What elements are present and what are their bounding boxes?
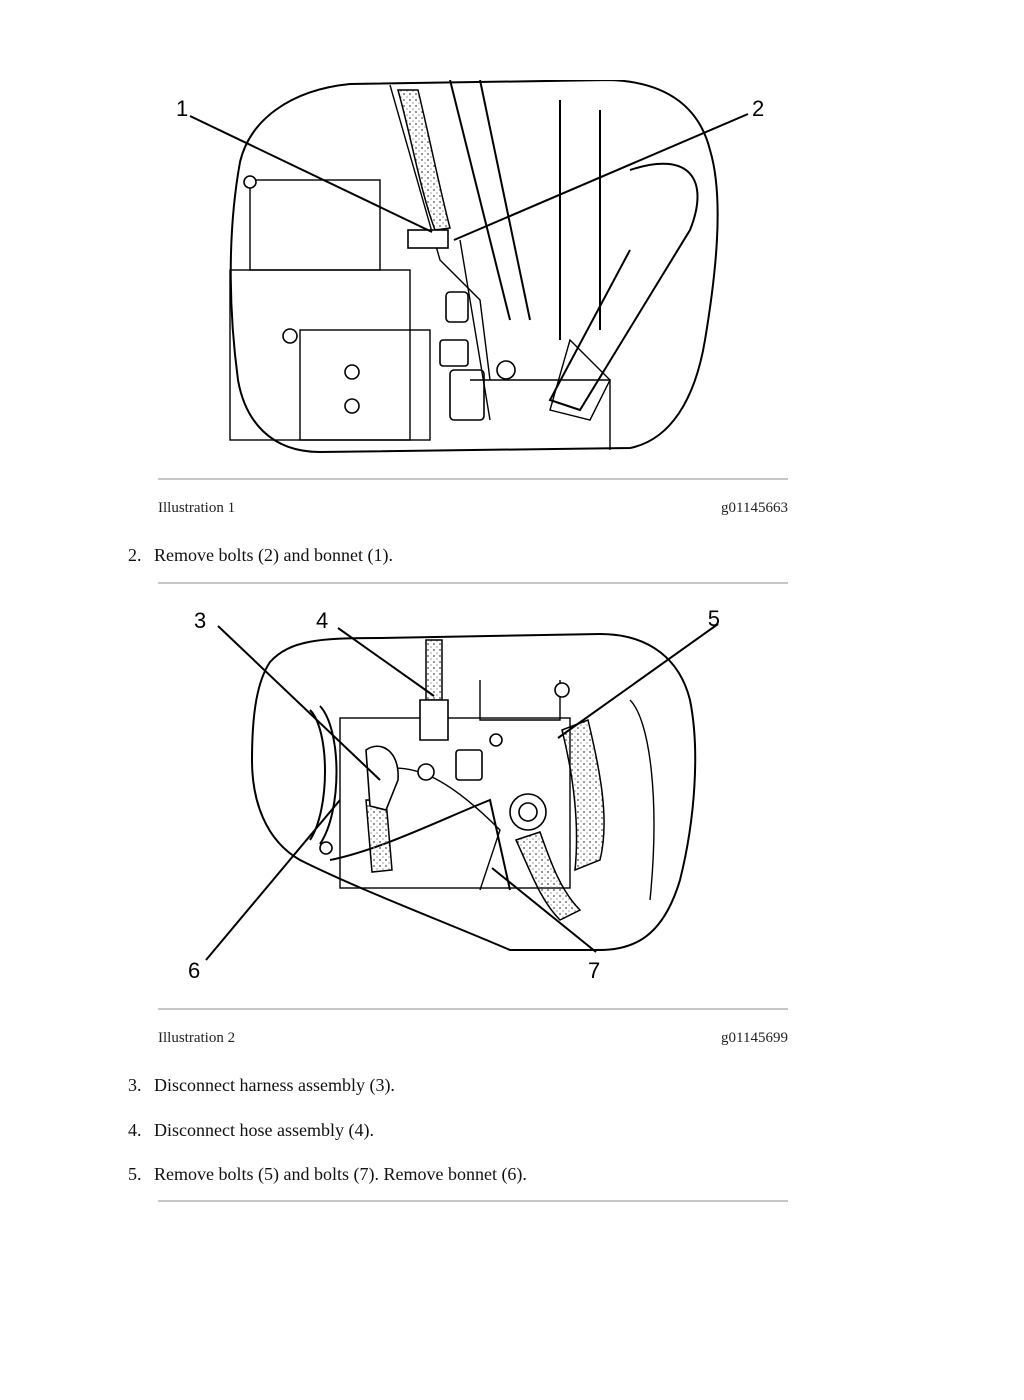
step-3: 3. Disconnect harness assembly (3).	[128, 1075, 395, 1096]
divider	[158, 582, 788, 584]
illustration-2: 3 4 5 6 7	[188, 606, 720, 983]
step-text: Remove bolts (2) and bonnet (1).	[154, 545, 393, 565]
divider	[158, 1008, 788, 1010]
illustration-2-id: g01145699	[721, 1030, 788, 1046]
callout-4: 4	[316, 608, 328, 633]
step-text: Disconnect harness assembly (3).	[154, 1075, 395, 1095]
callout-6: 6	[188, 958, 200, 983]
step-number: 5.	[128, 1164, 142, 1184]
callout-7: 7	[588, 958, 600, 983]
illustration-1-label: Illustration 1	[158, 500, 236, 516]
step-number: 2.	[128, 545, 142, 565]
divider	[158, 478, 788, 480]
step-number: 3.	[128, 1075, 142, 1095]
illustration-2-label: Illustration 2	[158, 1030, 236, 1046]
step-text: Remove bolts (5) and bolts (7). Remove b…	[154, 1164, 527, 1184]
illustration-1: 1 2	[176, 80, 764, 454]
step-number: 4.	[128, 1120, 142, 1140]
illustration-1-id: g01145663	[721, 500, 788, 516]
step-5: 5. Remove bolts (5) and bolts (7). Remove…	[128, 1164, 527, 1185]
step-2: 2. Remove bolts (2) and bonnet (1).	[128, 545, 393, 566]
callout-1: 1	[176, 96, 188, 121]
divider	[158, 1200, 788, 1202]
callout-5: 5	[708, 606, 720, 631]
step-text: Disconnect hose assembly (4).	[154, 1120, 374, 1140]
callout-3: 3	[194, 608, 206, 633]
callout-2: 2	[752, 96, 764, 121]
step-4: 4. Disconnect hose assembly (4).	[128, 1120, 374, 1141]
